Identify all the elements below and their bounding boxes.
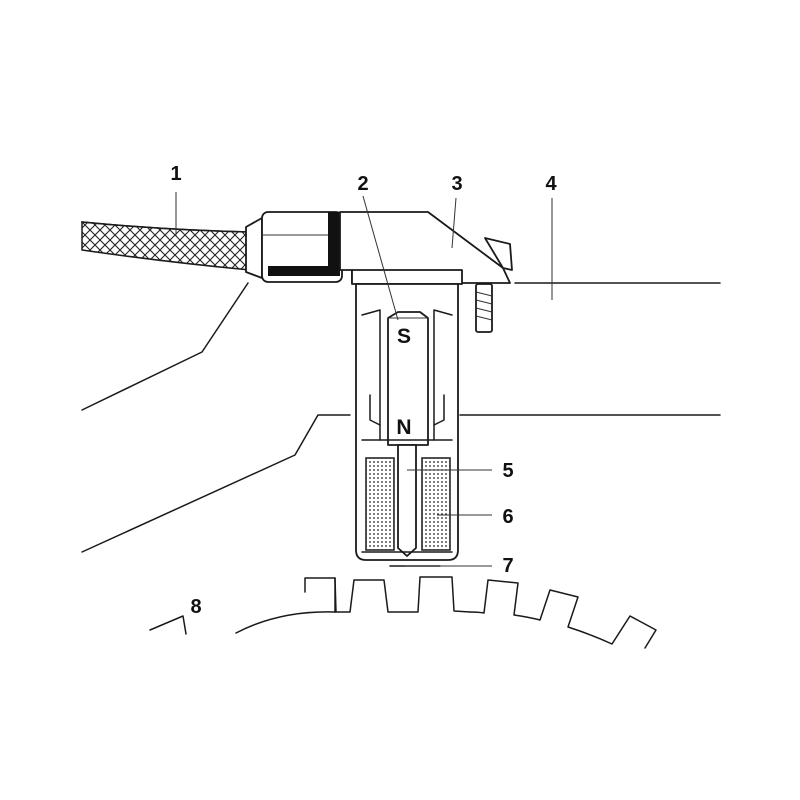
callout-5: 5 bbox=[502, 460, 513, 482]
connector-head bbox=[245, 211, 343, 283]
pole-label-north: N bbox=[396, 416, 411, 439]
callout-3: 3 bbox=[451, 173, 462, 195]
toothed-wheel bbox=[149, 576, 657, 649]
callout-2: 2 bbox=[357, 173, 368, 195]
braided-cable bbox=[81, 221, 251, 271]
callout-6: 6 bbox=[502, 506, 513, 528]
leader-lines bbox=[175, 192, 553, 567]
mounting-bolt bbox=[475, 283, 493, 333]
callout-1: 1 bbox=[170, 163, 181, 185]
pole-label-south: S bbox=[397, 325, 411, 348]
sensor-probe bbox=[355, 283, 459, 567]
mounting-surface bbox=[81, 282, 721, 553]
callout-4: 4 bbox=[545, 173, 557, 195]
callout-8: 8 bbox=[190, 596, 201, 618]
callout-7: 7 bbox=[502, 555, 513, 577]
sensor-housing bbox=[339, 211, 513, 285]
